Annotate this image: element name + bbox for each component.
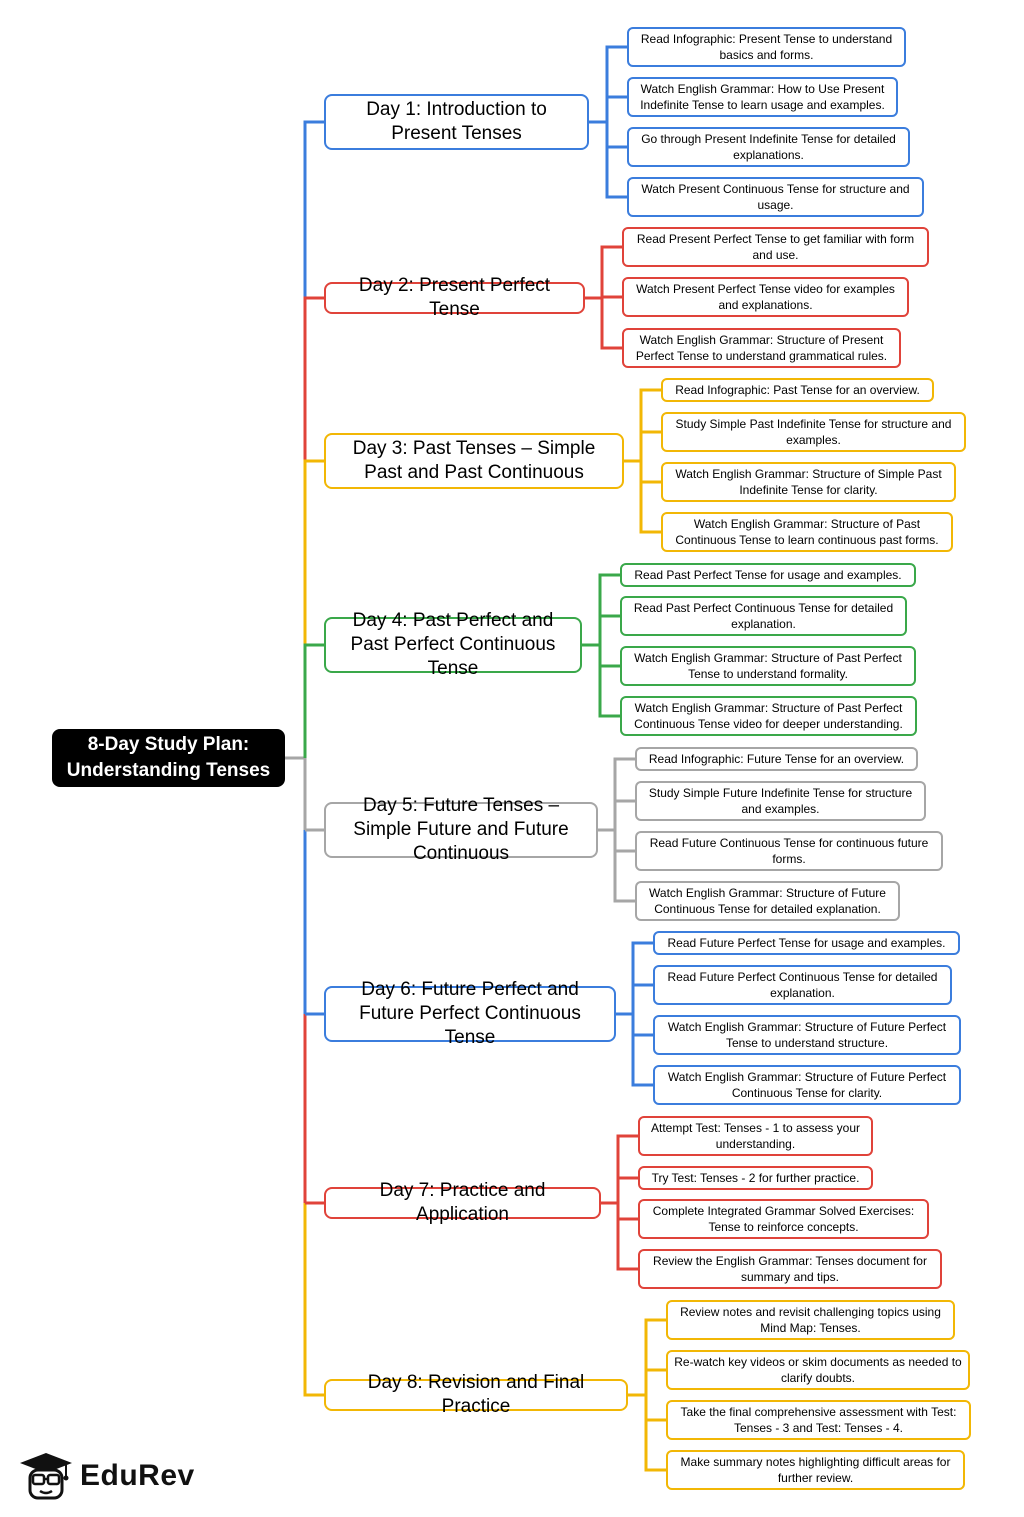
task-node: Read Infographic: Future Tense for an ov… bbox=[635, 747, 918, 771]
edurev-logo: EduRev bbox=[18, 1450, 195, 1502]
task-node: Go through Present Indefinite Tense for … bbox=[627, 127, 910, 167]
task-node: Watch Present Continuous Tense for struc… bbox=[627, 177, 924, 217]
task-node: Read Infographic: Past Tense for an over… bbox=[661, 378, 934, 402]
task-node: Watch English Grammar: Structure of Simp… bbox=[661, 462, 956, 502]
day-node-8: Day 8: Revision and Final Practice bbox=[324, 1372, 628, 1417]
task-node: Watch English Grammar: Structure of Pres… bbox=[622, 328, 901, 368]
task-node: Attempt Test: Tenses - 1 to assess your … bbox=[638, 1116, 873, 1156]
task-node: Watch English Grammar: How to Use Presen… bbox=[627, 77, 898, 117]
day-node-6: Day 6: Future Perfect and Future Perfect… bbox=[324, 979, 616, 1048]
task-node: Study Simple Future Indefinite Tense for… bbox=[635, 781, 926, 821]
task-node: Read Present Perfect Tense to get famili… bbox=[622, 227, 929, 267]
task-node: Watch English Grammar: Structure of Past… bbox=[620, 646, 916, 686]
task-node: Read Past Perfect Continuous Tense for d… bbox=[620, 596, 907, 636]
task-node: Watch English Grammar: Structure of Futu… bbox=[653, 1065, 961, 1105]
task-node: Study Simple Past Indefinite Tense for s… bbox=[661, 412, 966, 452]
day-node-3: Day 3: Past Tenses – Simple Past and Pas… bbox=[324, 433, 624, 489]
task-node: Review notes and revisit challenging top… bbox=[666, 1300, 955, 1340]
day-node-4: Day 4: Past Perfect and Past Perfect Con… bbox=[324, 610, 582, 679]
task-node: Try Test: Tenses - 2 for further practic… bbox=[638, 1166, 873, 1190]
task-node: Read Future Continuous Tense for continu… bbox=[635, 831, 943, 871]
task-node: Read Future Perfect Continuous Tense for… bbox=[653, 965, 952, 1005]
root-node-title: 8-Day Study Plan: Understanding Tenses bbox=[52, 729, 285, 787]
task-node: Watch Present Perfect Tense video for ex… bbox=[622, 277, 909, 317]
task-node: Read Past Perfect Tense for usage and ex… bbox=[620, 563, 916, 587]
day-node-5: Day 5: Future Tenses – Simple Future and… bbox=[324, 795, 598, 864]
task-node: Watch English Grammar: Structure of Past… bbox=[661, 512, 953, 552]
task-node: Watch English Grammar: Structure of Futu… bbox=[653, 1015, 961, 1055]
graduate-mascot-icon bbox=[20, 1453, 72, 1500]
day-node-1: Day 1: Introduction to Present Tenses bbox=[324, 94, 589, 150]
day-node-2: Day 2: Present Perfect Tense bbox=[324, 275, 585, 320]
task-node: Take the final comprehensive assessment … bbox=[666, 1400, 971, 1440]
task-node: Watch English Grammar: Structure of Past… bbox=[620, 696, 917, 736]
task-node: Read Future Perfect Tense for usage and … bbox=[653, 931, 960, 955]
logo-text: EduRev bbox=[80, 1459, 195, 1492]
task-node: Complete Integrated Grammar Solved Exerc… bbox=[638, 1199, 929, 1239]
task-node: Review the English Grammar: Tenses docum… bbox=[638, 1249, 942, 1289]
task-node: Watch English Grammar: Structure of Futu… bbox=[635, 881, 900, 921]
day-node-7: Day 7: Practice and Application bbox=[324, 1180, 601, 1225]
task-node: Read Infographic: Present Tense to under… bbox=[627, 27, 906, 67]
task-node: Make summary notes highlighting difficul… bbox=[666, 1450, 965, 1490]
task-node: Re-watch key videos or skim documents as… bbox=[666, 1350, 970, 1390]
